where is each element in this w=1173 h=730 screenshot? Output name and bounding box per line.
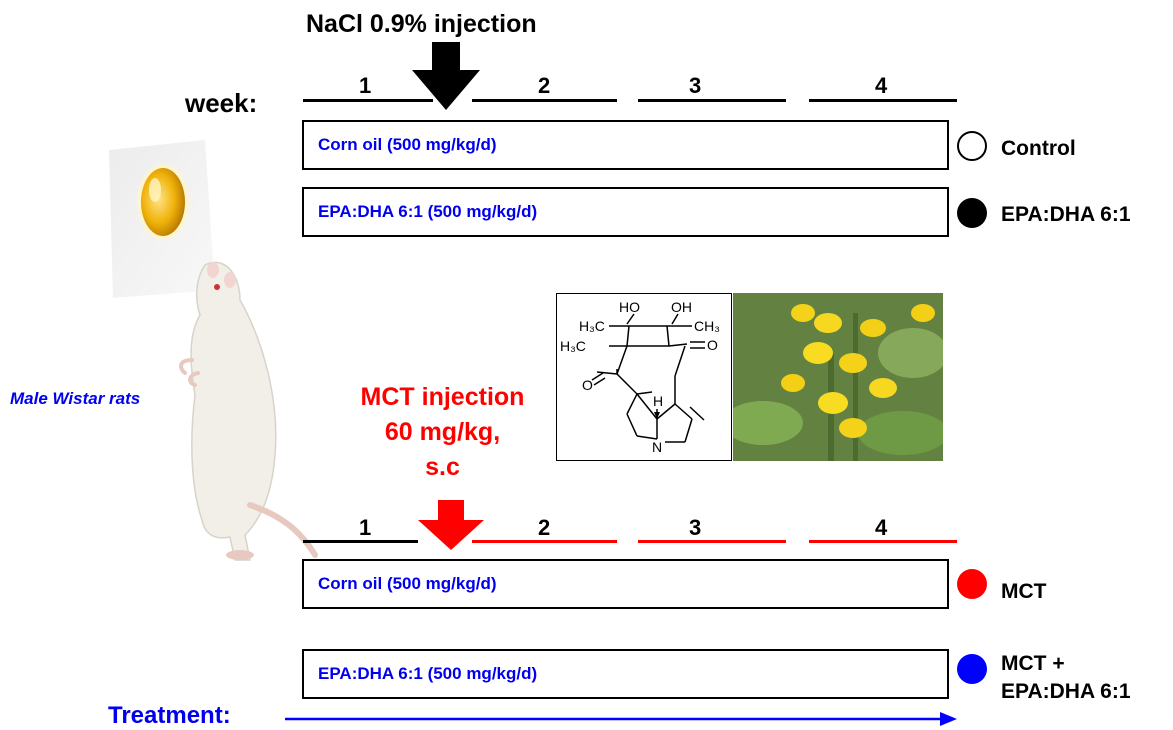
week-number-4-bottom: 4 [875, 515, 888, 540]
week-number-3-bottom: 3 [689, 515, 702, 540]
group-control-box-text: Corn oil (500 mg/kg/d) [318, 135, 497, 154]
mct-injection-arrow [418, 500, 484, 550]
week-3-line-top [638, 99, 786, 102]
control-marker [957, 131, 987, 161]
week-4-line-top [809, 99, 957, 102]
crotalaria-plant-image [733, 293, 943, 461]
group-epa-dha-label: EPA:DHA 6:1 [1001, 203, 1131, 226]
fish-oil-capsule-image [109, 140, 215, 298]
treatment-arrow [285, 712, 957, 726]
group-mct-epa-dha-treatment-box: EPA:DHA 6:1 (500 mg/kg/d) [302, 649, 949, 699]
subject-label: Male Wistar rats [10, 389, 141, 408]
group-mct-epa-dha-label-line2: EPA:DHA 6:1 [1001, 680, 1131, 703]
monocrotaline-structure: HO OH H₃C CH₃ H₃C O O H N [556, 293, 732, 461]
group-mct-label: MCT [1001, 580, 1047, 603]
week-number-4-top: 4 [875, 73, 888, 98]
week-4-line-bottom [809, 540, 957, 543]
structure-o-right: O [707, 337, 718, 353]
structure-n: N [652, 439, 662, 455]
week-2-line-top [472, 99, 617, 102]
group-mct-treatment-box: Corn oil (500 mg/kg/d) [302, 559, 949, 609]
rat-image [179, 261, 318, 561]
mct-marker [957, 569, 987, 599]
week-number-1-top: 1 [359, 73, 372, 98]
treatment-label: Treatment: [108, 702, 231, 729]
mct-injection-line2: 60 mg/kg, [384, 418, 501, 446]
mct-injection-line3: s.c [425, 453, 460, 481]
epa-dha-marker [957, 198, 987, 228]
structure-h: H [653, 393, 663, 409]
structure-oh: OH [671, 299, 692, 315]
week-number-2-bottom: 2 [538, 515, 551, 540]
week-number-2-top: 2 [538, 73, 551, 98]
week-2-line-bottom [472, 540, 617, 543]
group-mct-epa-dha-label-line1: MCT + [1001, 652, 1065, 675]
week-1-line-bottom [303, 540, 418, 543]
nacl-injection-label: NaCl 0.9% injection [306, 10, 537, 38]
group-control-treatment-box: Corn oil (500 mg/kg/d) [302, 120, 949, 170]
week-3-line-bottom [638, 540, 786, 543]
week-number-3-top: 3 [689, 73, 702, 98]
group-epa-dha-treatment-box: EPA:DHA 6:1 (500 mg/kg/d) [302, 187, 949, 237]
structure-ho: HO [619, 299, 640, 315]
mct-injection-line1: MCT injection [360, 383, 525, 411]
structure-ch3-right: CH₃ [694, 318, 720, 334]
group-epa-dha-box-text: EPA:DHA 6:1 (500 mg/kg/d) [318, 202, 538, 221]
mct-injection-label: MCT injection 60 mg/kg, s.c [320, 380, 565, 485]
nacl-arrow [412, 42, 480, 110]
structure-o-left: O [582, 377, 593, 393]
group-mct-epa-dha-box-text: EPA:DHA 6:1 (500 mg/kg/d) [318, 664, 538, 683]
group-mct-box-text: Corn oil (500 mg/kg/d) [318, 574, 497, 593]
week-number-1-bottom: 1 [359, 515, 372, 540]
mct-epa-dha-marker [957, 654, 987, 684]
week-label: week: [185, 88, 258, 118]
group-control-label: Control [1001, 137, 1076, 160]
structure-h3c-left: H₃C [579, 318, 605, 334]
week-1-line-top [303, 99, 433, 102]
structure-h3c-mid: H₃C [560, 338, 586, 354]
